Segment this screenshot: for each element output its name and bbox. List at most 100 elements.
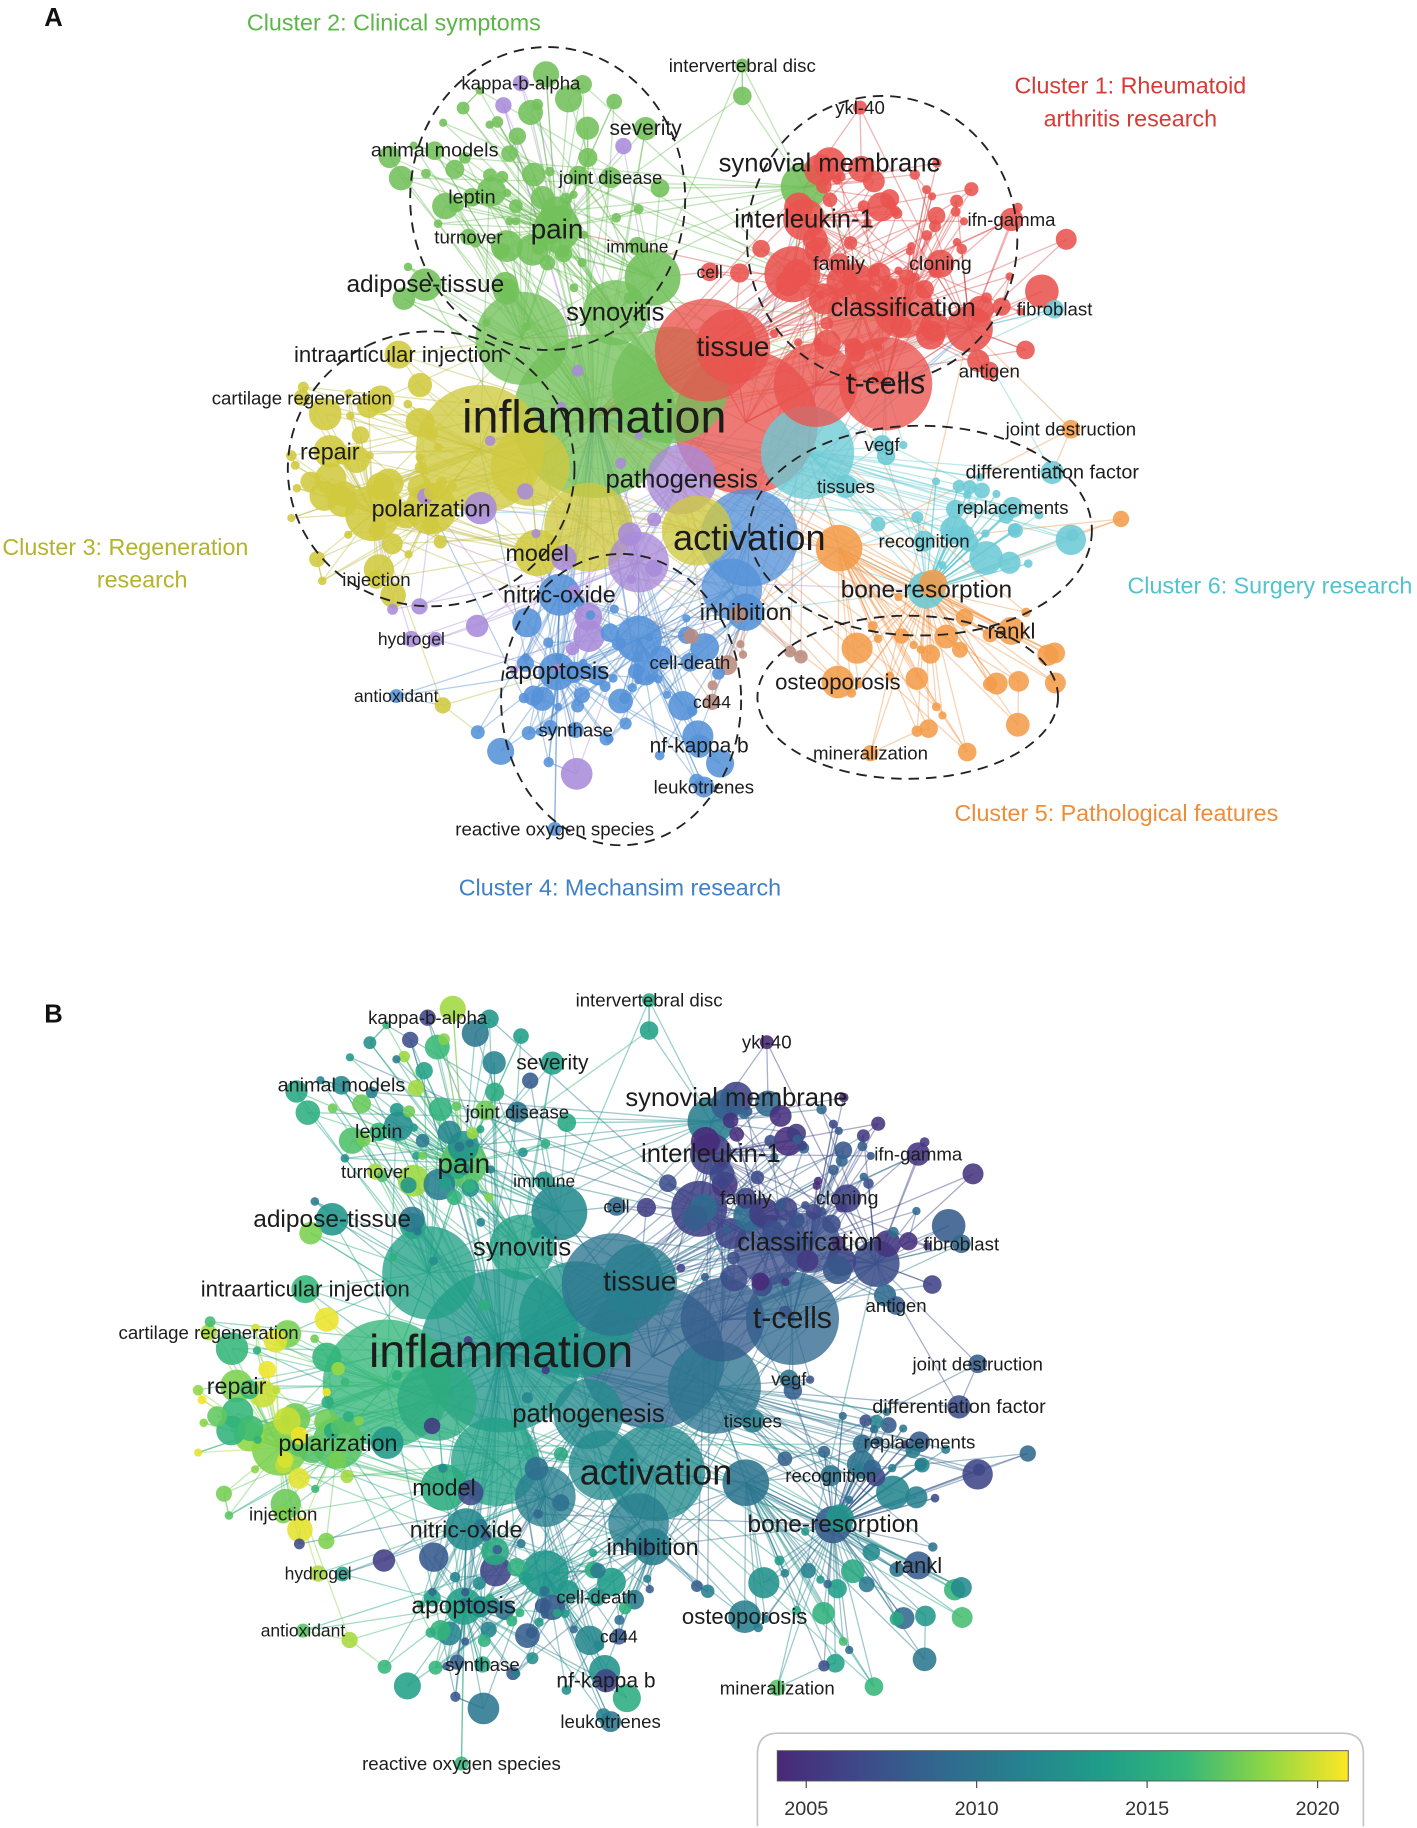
network-node — [560, 1609, 570, 1618]
keyword-node — [291, 1275, 320, 1304]
network-node — [1016, 340, 1035, 360]
network-node — [828, 1164, 839, 1176]
network-node — [956, 243, 968, 255]
network-node — [905, 1486, 928, 1509]
network-node — [739, 1109, 749, 1119]
network-node — [1005, 712, 1030, 737]
network-edge — [832, 1524, 875, 1687]
network-node — [449, 197, 464, 213]
network-node — [480, 1530, 492, 1541]
network-node — [415, 453, 425, 462]
network-node — [992, 297, 1011, 316]
keyword-label-b: cell — [603, 1196, 629, 1216]
network-node — [522, 1550, 569, 1597]
network-node — [463, 1179, 476, 1193]
network-node — [465, 614, 489, 638]
network-node — [919, 719, 938, 738]
network-node — [521, 726, 536, 741]
network-edge — [376, 552, 538, 581]
network-node — [866, 1151, 875, 1161]
keyword-label-b: joint disease — [465, 1102, 570, 1123]
network-node — [454, 1141, 465, 1152]
network-node — [653, 674, 663, 684]
network-node — [251, 1323, 261, 1333]
network-node — [951, 1607, 973, 1628]
network-node — [224, 1511, 234, 1520]
network-node — [842, 263, 873, 294]
network-node — [300, 471, 321, 492]
network-node — [292, 483, 302, 493]
network-node — [921, 230, 932, 241]
network-node — [521, 653, 530, 662]
network-node — [899, 269, 915, 285]
keyword-node — [952, 1234, 971, 1254]
network-node — [934, 624, 959, 649]
network-node — [374, 480, 384, 490]
network-node — [557, 1113, 577, 1132]
keyword-label-a: recognition — [879, 531, 970, 552]
network-node — [577, 258, 587, 268]
network-node — [475, 291, 569, 385]
network-node — [336, 449, 348, 461]
network-node — [557, 401, 566, 411]
network-node — [438, 1176, 452, 1190]
network-node — [700, 1584, 715, 1599]
keyword-label-b: mineralization — [720, 1677, 835, 1698]
network-edge — [926, 518, 1122, 591]
network-node — [876, 446, 896, 466]
network-node — [874, 343, 883, 352]
network-edge — [411, 561, 639, 640]
network-node — [689, 773, 705, 789]
network-node — [285, 1080, 308, 1103]
keyword-label-a: cd44 — [693, 692, 731, 712]
network-node — [428, 1660, 443, 1675]
network-node — [810, 224, 820, 233]
network-node — [574, 595, 585, 607]
network-node — [998, 551, 1021, 574]
network-node — [403, 399, 413, 409]
network-node — [502, 188, 512, 198]
keyword-label-b: rankl — [894, 1553, 942, 1578]
network-node — [515, 1608, 525, 1618]
network-node — [687, 706, 698, 717]
network-node — [618, 1601, 632, 1615]
network-node — [344, 530, 353, 539]
network-node — [748, 1567, 780, 1599]
network-node — [438, 1033, 450, 1046]
network-edge — [528, 588, 733, 734]
network-node — [511, 217, 520, 226]
colorbar-gradient — [776, 1750, 1349, 1782]
keyword-label-b: synthase — [445, 1654, 520, 1675]
network-edge — [823, 1524, 834, 1666]
network-node — [812, 1181, 821, 1191]
network-node — [1025, 274, 1059, 309]
keyword-label-a: hydrogel — [378, 629, 445, 649]
keyword-node — [1061, 419, 1081, 439]
network-edge — [651, 65, 743, 278]
network-node — [480, 1621, 497, 1638]
network-node — [879, 307, 892, 320]
network-node — [391, 1370, 403, 1381]
network-node — [553, 1447, 568, 1462]
keyword-node — [547, 821, 562, 836]
keyword-label-a: inhibition — [700, 599, 792, 625]
network-node — [834, 1126, 843, 1135]
network-node — [753, 1622, 763, 1633]
network-node — [534, 1617, 544, 1627]
network-node — [918, 569, 948, 598]
keyword-node — [769, 1679, 786, 1696]
network-edge — [558, 999, 650, 1213]
network-node — [882, 1407, 891, 1416]
network-node — [867, 620, 878, 632]
network-node — [600, 623, 620, 642]
network-node — [707, 680, 718, 691]
network-edge — [344, 1120, 711, 1159]
network-edge — [631, 578, 927, 591]
network-node — [962, 1163, 984, 1185]
network-node — [277, 1451, 294, 1469]
keyword-node — [886, 1296, 906, 1315]
network-node — [869, 1414, 884, 1429]
keyword-label-a: severity — [609, 117, 682, 140]
network-node — [852, 1434, 872, 1454]
